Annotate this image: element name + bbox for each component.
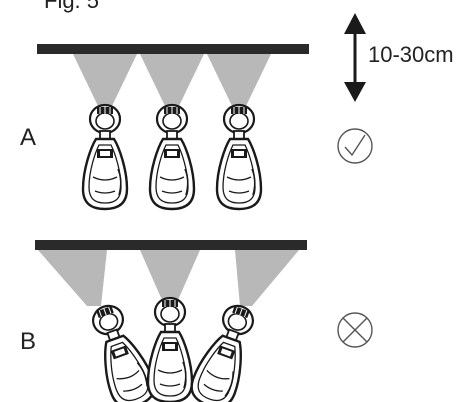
spotlight [185, 298, 265, 402]
check-circle-icon [337, 128, 373, 164]
row-label-b: B [20, 328, 36, 355]
light-beam [235, 250, 299, 306]
ceiling-bar-b [35, 240, 307, 250]
row-b: B [20, 240, 373, 402]
spotlight [146, 296, 194, 402]
ceiling-bar-a [37, 44, 309, 54]
spotlight [148, 103, 196, 211]
light-beam [73, 54, 137, 106]
cross-circle-icon [337, 312, 373, 348]
row-a: A [20, 44, 373, 211]
light-beam [140, 250, 200, 300]
figure-caption: Fig. 5 [44, 0, 99, 13]
light-beam [38, 250, 107, 306]
spotlight [215, 103, 263, 211]
distance-label: 10-30cm [368, 42, 454, 67]
spotlight [81, 103, 129, 211]
height-arrow-icon [344, 13, 366, 102]
light-beam [140, 54, 204, 106]
light-beam [207, 54, 271, 106]
row-label-a: A [20, 124, 36, 151]
